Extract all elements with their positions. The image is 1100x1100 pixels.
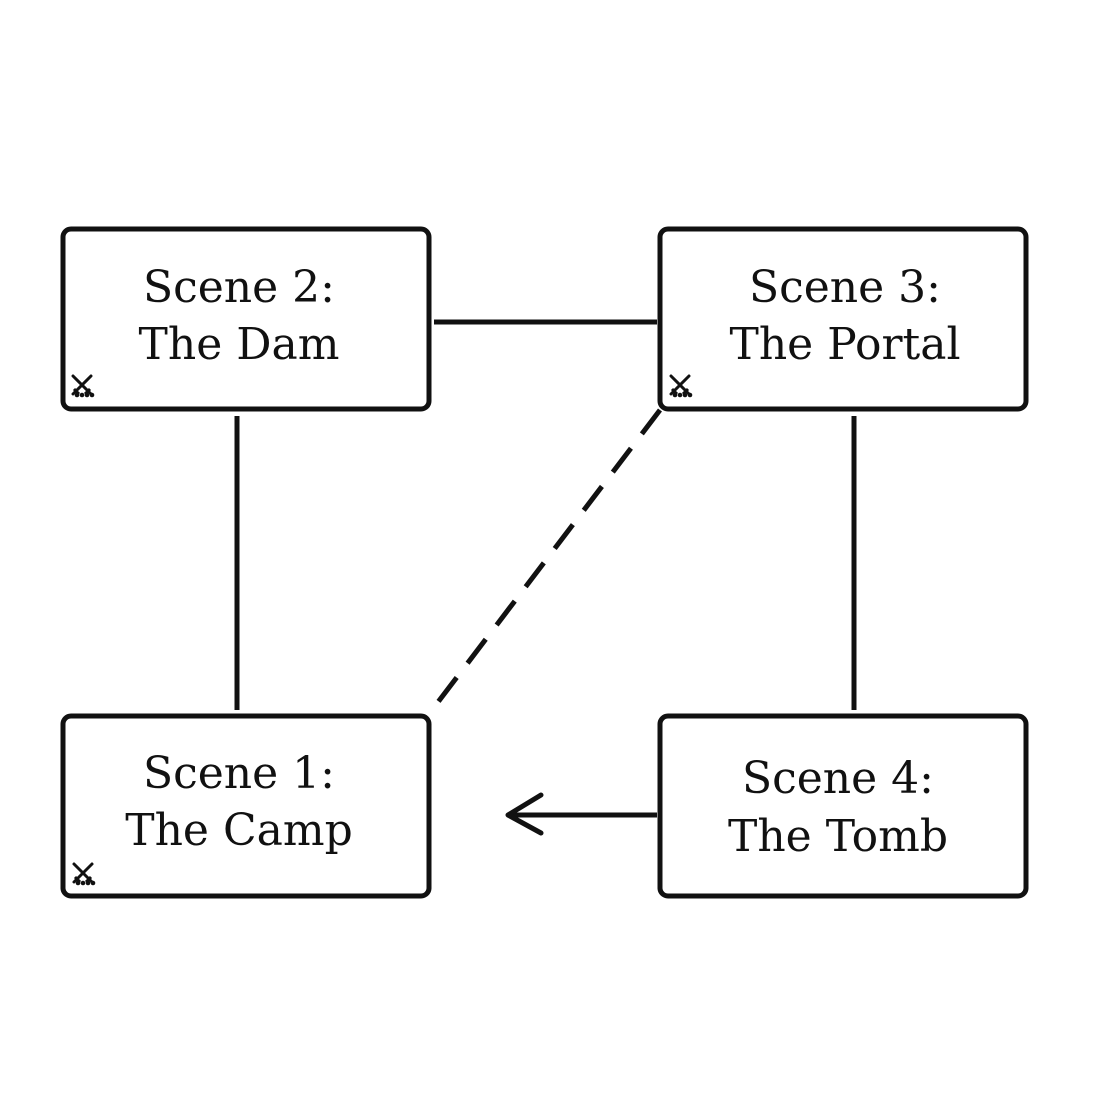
scene-node-sublabel: The Portal bbox=[729, 319, 960, 370]
scene-node-label: Scene 2: bbox=[143, 262, 335, 313]
scene-node-scene3[interactable]: Scene 3: The Portal bbox=[657, 226, 1029, 412]
scene-node-label: Scene 4: bbox=[742, 753, 934, 804]
scene-node-scene4[interactable]: Scene 4: The Tomb bbox=[657, 713, 1029, 899]
edge-scene3-scene1-dashed bbox=[430, 408, 662, 712]
scene-node-label: Scene 1: bbox=[143, 748, 335, 799]
connectors bbox=[234, 319, 857, 836]
scene-node-scene2[interactable]: Scene 2: The Dam bbox=[60, 226, 432, 412]
scene-node-label: Scene 3: bbox=[749, 262, 941, 313]
scene-node-sublabel: The Dam bbox=[139, 319, 340, 370]
scene-node-sublabel: The Camp bbox=[125, 805, 353, 856]
scene-node-scene1[interactable]: Scene 1: The Camp bbox=[60, 713, 432, 899]
scene-node-sublabel: The Tomb bbox=[728, 811, 948, 862]
edge-scene4-scene1-arrow bbox=[505, 792, 657, 836]
